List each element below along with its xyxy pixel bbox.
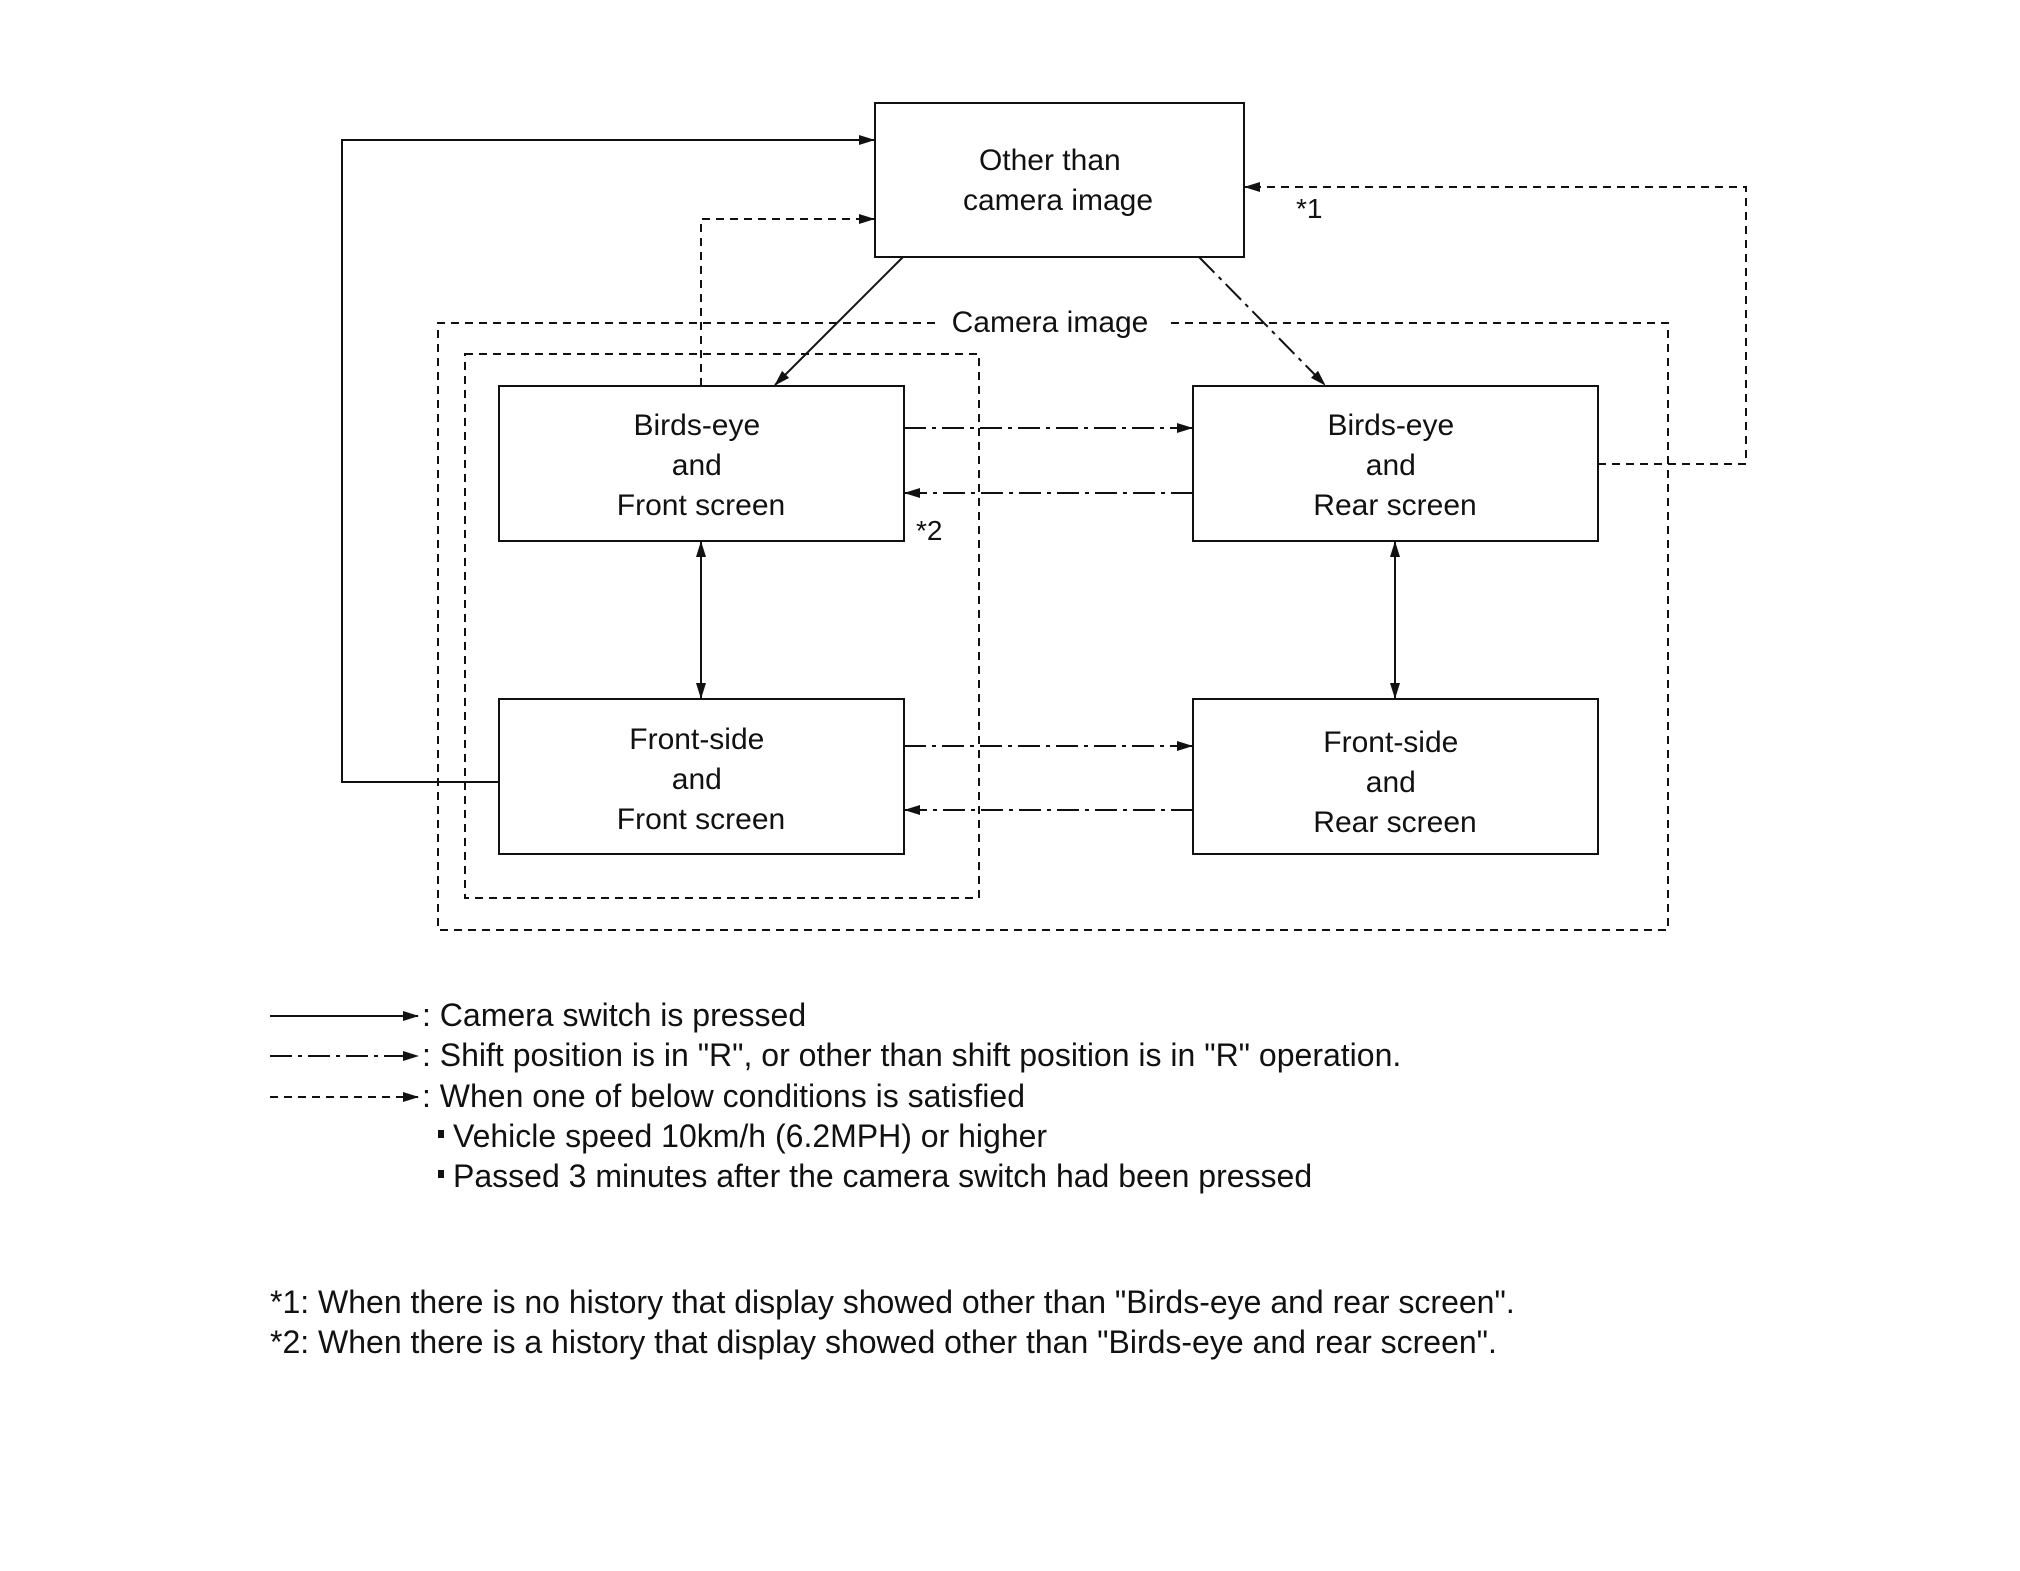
footnote-2: *2: When there is a history that display… bbox=[270, 1324, 1497, 1360]
legend-solid-text: : Camera switch is pressed bbox=[422, 997, 806, 1033]
note-mark-2: *2 bbox=[916, 515, 942, 546]
condition-1-text: Vehicle speed 10km/h (6.2MPH) or higher bbox=[453, 1118, 1047, 1154]
state-bf-line-1: Birds-eye bbox=[633, 409, 760, 442]
camera-image-group-label: Camera image bbox=[952, 306, 1149, 339]
state-ff-line-2: and bbox=[672, 763, 722, 796]
front-screen-group bbox=[464, 353, 980, 899]
arrow-ff-to-other bbox=[341, 135, 875, 783]
legend: : Camera switch is pressed : Shift posit… bbox=[270, 997, 1401, 1194]
note-mark-1: *1 bbox=[1296, 193, 1322, 224]
svg-text:Front-side and Fro: Front-side and Front screen bbox=[617, 723, 785, 836]
state-br-line-2: and bbox=[1366, 449, 1416, 482]
state-birds-eye-rear: Birds-eye and Rear screen bbox=[1192, 385, 1599, 542]
state-bf-line-2: and bbox=[672, 449, 722, 482]
state-bf-line-3: Front screen bbox=[617, 489, 785, 522]
state-birds-eye-front: Birds-eye and Front screen bbox=[498, 385, 905, 542]
state-other-than-camera-image: Other than camera image bbox=[874, 102, 1245, 258]
state-fr-line-3: Rear screen bbox=[1313, 806, 1476, 839]
state-other-line-1: Other than bbox=[979, 144, 1121, 177]
svg-text:Birds-eye and Rear: Birds-eye and Rear screen bbox=[1313, 409, 1476, 522]
state-ff-line-1: Front-side bbox=[629, 723, 764, 756]
state-front-side-front: Front-side and Front screen bbox=[498, 698, 905, 855]
svg-text:Other than camera image: Other than camera image bbox=[963, 144, 1153, 217]
state-front-side-rear: Front-side and Rear screen bbox=[1192, 698, 1599, 855]
footnotes: *1: When there is no history that displa… bbox=[270, 1284, 1515, 1360]
arrow-bf-to-other bbox=[700, 214, 875, 386]
legend-dashed-text: : When one of below conditions is satisf… bbox=[422, 1078, 1025, 1114]
condition-bullet-2 bbox=[438, 1170, 444, 1178]
arrow-br-to-other bbox=[1244, 182, 1747, 465]
state-ff-line-3: Front screen bbox=[617, 803, 785, 836]
camera-image-group: Camera image bbox=[437, 306, 1669, 931]
state-br-line-1: Birds-eye bbox=[1327, 409, 1454, 442]
svg-text:Front-side and Rea: Front-side and Rear screen bbox=[1313, 726, 1476, 839]
condition-bullet-1 bbox=[438, 1130, 444, 1138]
footnote-1: *1: When there is no history that displa… bbox=[270, 1284, 1515, 1320]
state-br-line-3: Rear screen bbox=[1313, 489, 1476, 522]
state-fr-line-1: Front-side bbox=[1323, 726, 1458, 759]
legend-dash-dot-text: : Shift position is in "R", or other tha… bbox=[422, 1037, 1401, 1073]
svg-text:Birds-eye and Fron: Birds-eye and Front screen bbox=[617, 409, 785, 522]
state-fr-line-2: and bbox=[1366, 766, 1416, 799]
state-other-line-2: camera image bbox=[963, 184, 1153, 217]
arrow-other-to-br bbox=[1198, 256, 1326, 386]
condition-2-text: Passed 3 minutes after the camera switch… bbox=[453, 1158, 1312, 1194]
arrow-other-to-bf bbox=[774, 256, 904, 386]
